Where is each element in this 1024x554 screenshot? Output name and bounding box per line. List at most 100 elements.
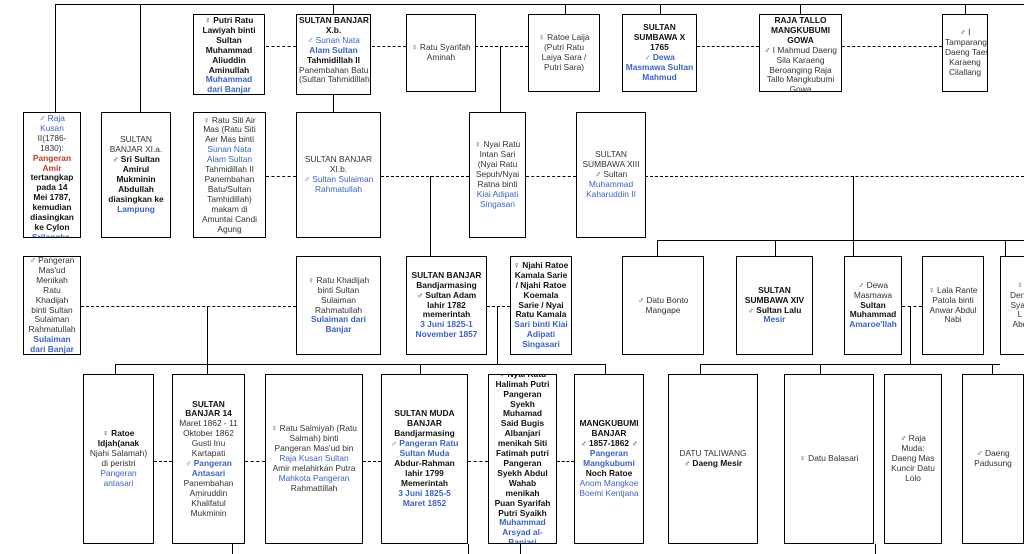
person-text-line: SULTAN (758, 284, 791, 295)
marriage-line (245, 461, 265, 462)
person-text-line: Sari binti Kiai (514, 319, 568, 330)
person-text-line: Abd (1012, 319, 1024, 330)
person-text-line: Sultan Muda (399, 448, 450, 459)
person-box-deng-edge[interactable]: ♀DengSyahLAbd (1000, 256, 1024, 355)
person-text-line: XI.b. (329, 164, 348, 175)
connector-line (500, 46, 501, 112)
person-text-line: Pangeran (503, 458, 542, 468)
person-text-line: ♀ Ratoe Laija (538, 32, 590, 43)
person-text-line: Muhammad (205, 44, 253, 55)
person-text-line: ♂ Sultan Sulaiman (303, 174, 374, 184)
connector-line (55, 4, 56, 112)
person-text-line: menikah (505, 487, 540, 498)
person-box-datu-balasari[interactable]: ♀ Datu Balasari (784, 374, 874, 544)
person-text-line: lahir 1782 (427, 299, 466, 310)
person-text-line: ♂ Pangeran (29, 256, 75, 265)
person-text-line: ♂ Sultan Lalu (747, 304, 802, 315)
person-text-line: Rahmatullah (314, 304, 363, 315)
person-text-line: Ratu (43, 284, 61, 295)
person-text-line: Beroanging Raja (769, 64, 832, 75)
person-text-line: ♂ Sultan (594, 169, 628, 180)
person-text-line: Tahmidillah II (205, 164, 254, 175)
connector-line (910, 306, 911, 364)
person-text-line: Putri Sara) (543, 61, 585, 72)
person-text-line: binti Sultan (317, 284, 360, 295)
person-text-line: Putri Syaikh (498, 507, 547, 518)
connector-line (992, 364, 993, 374)
person-text-line: Sila Karaeng (776, 54, 825, 65)
person-text-line: ♂ Dewa (644, 52, 675, 62)
connector-line (657, 240, 1024, 241)
person-text-line: Tamhidillah) (207, 193, 252, 204)
person-text-line: 1765 (650, 42, 669, 53)
person-text-line: ♂ 1857-1862 ♂ (580, 438, 638, 449)
person-text-line: Kiai Adipati (476, 188, 519, 199)
person-text-line: pada 14 (36, 182, 68, 193)
person-text-line: X.b. (325, 24, 342, 35)
person-text-line: Memerintah (400, 477, 448, 488)
person-text-line: Muhammad (849, 309, 897, 320)
person-text-line: ♂ Daeng Mesir (683, 458, 743, 468)
connector-line (468, 544, 469, 554)
connector-line (657, 240, 658, 256)
connector-line (820, 364, 821, 374)
person-box-datu-taliwang[interactable]: DATU TALIWANG♂ Daeng Mesir (668, 374, 758, 544)
person-box-content: DATU TALIWANG♂ Daeng Mesir (671, 448, 755, 469)
person-text-line: SULTAN MUDA (394, 408, 455, 419)
person-text-line: Ratna binti (477, 178, 518, 189)
marriage-line (475, 46, 528, 47)
person-text-line: Pangeran (100, 467, 137, 478)
person-text-line: Lolo (905, 472, 921, 483)
person-text-line: RAJA TALLO (774, 15, 827, 25)
person-text-line: Bandjarmasing (416, 279, 477, 290)
person-text-line: (Nyai Ratu (477, 159, 518, 170)
person-text-line: Salmah) binti (289, 433, 339, 444)
connector-line (115, 364, 116, 374)
person-text-line: L (1017, 309, 1023, 320)
person-text-line: Tamparang (945, 37, 987, 48)
person-text-line: diasingkan (30, 212, 74, 223)
person-box-nyai-ratu-halimah[interactable]: ♀ Nyai RatuHalimah PutriPangeranSyekhMuh… (488, 374, 557, 544)
connector-line (232, 544, 233, 554)
person-text-line: Sulaiman (321, 294, 356, 305)
person-text-line: Mangkubumi (583, 458, 635, 468)
person-text-line: Sulaiman (33, 334, 71, 345)
person-text-line: Srilangka. (31, 231, 73, 238)
person-text-line: MANGKUBUMI (579, 418, 639, 429)
